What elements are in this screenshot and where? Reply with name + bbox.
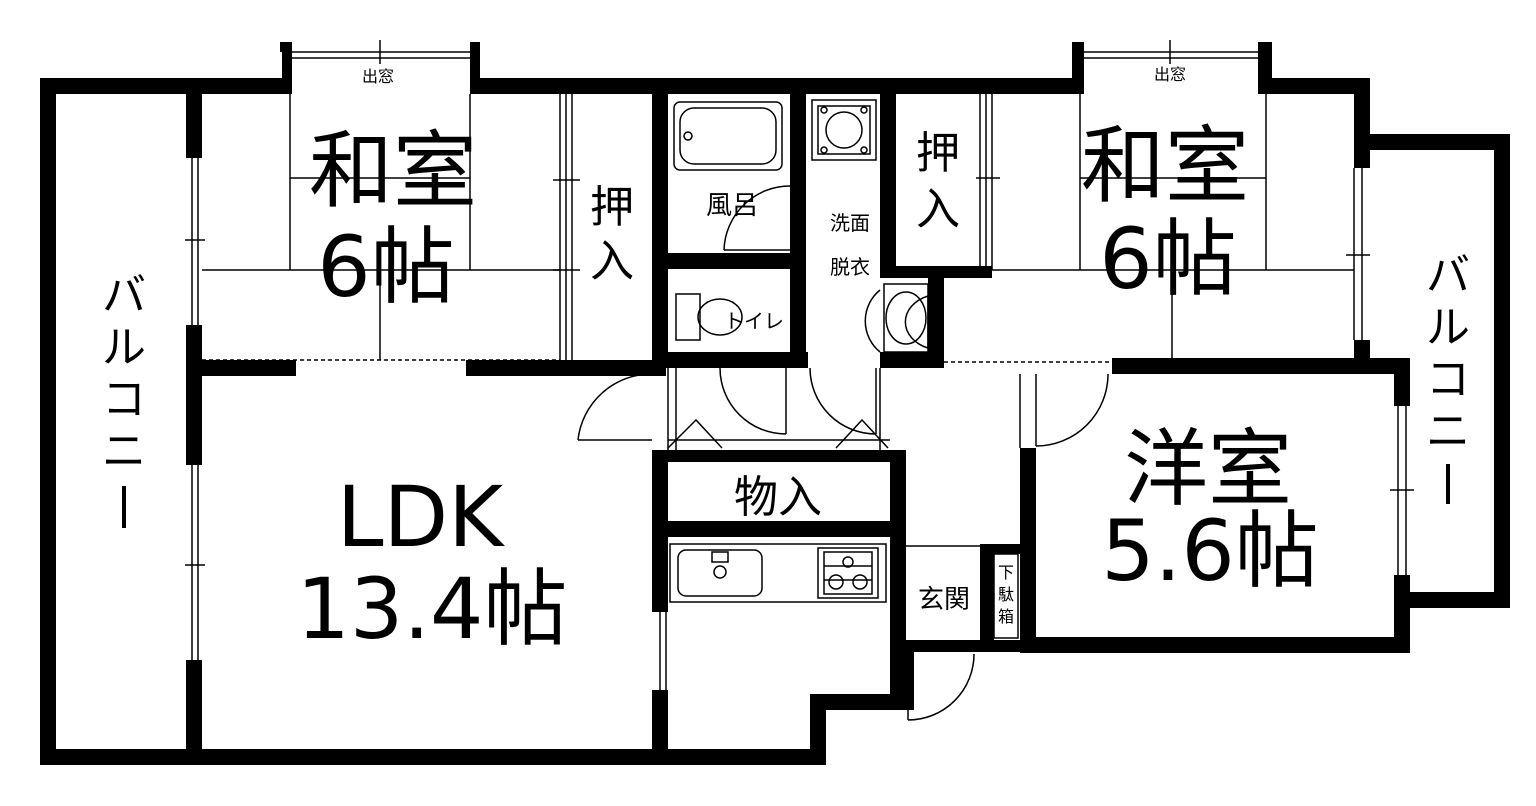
oshiire-left-char-2: 入 <box>590 236 634 287</box>
balcony-right-char-1: バ <box>1426 250 1470 301</box>
yoshitsu-name: 洋室 <box>1124 420 1292 518</box>
senmen-label-2: 脱衣 <box>830 255 870 279</box>
monoire-label: 物入 <box>734 472 822 523</box>
bathtub-icon <box>673 101 783 171</box>
getabako-box <box>993 553 1019 639</box>
ldk-name: LDK <box>337 468 505 566</box>
fixtures <box>669 99 1019 639</box>
walls <box>40 42 1510 765</box>
furo-label: 風呂 <box>706 191 758 221</box>
balcony-right-char-4: ニ <box>1426 406 1470 457</box>
balcony-left-char-3: コ <box>102 374 146 425</box>
washitsu-right-size: 6帖 <box>1099 210 1236 308</box>
oshiire-left-char-1: 押 <box>590 182 634 233</box>
stove-icon <box>817 547 879 599</box>
demado-right-label: 出窓 <box>1154 65 1186 84</box>
demado-left-label: 出窓 <box>362 67 394 86</box>
ldk-size: 13.4帖 <box>296 560 567 658</box>
getabako-char-3: 箱 <box>998 607 1014 626</box>
oshiire-right-char-2: 入 <box>916 184 960 235</box>
oshiire-right-char-1: 押 <box>916 128 960 179</box>
washitsu-left-name: 和室 <box>309 122 477 220</box>
toilet-icon <box>675 293 743 341</box>
labels: 和室 6帖 和室 6帖 LDK 13.4帖 洋室 5.6帖 出窓 出窓 押 入 … <box>102 65 1470 658</box>
kitchen-sink-icon <box>669 543 887 603</box>
getabako-char-2: 駄 <box>998 585 1014 604</box>
toilet-label: トイレ <box>724 309 784 333</box>
balcony-left-char-4: ニ <box>102 426 146 477</box>
balcony-right-char-3: コ <box>1426 354 1470 405</box>
balcony-left-char-2: ル <box>102 322 146 373</box>
senmen-label-1: 洗面 <box>830 211 870 235</box>
yoshitsu-size: 5.6帖 <box>1101 502 1319 600</box>
getabako-char-1: 下 <box>998 563 1014 582</box>
washing-machine-icon <box>811 99 877 161</box>
wash-basin-icon <box>883 283 929 353</box>
genkan-label: 玄関 <box>918 585 970 615</box>
washitsu-left-size: 6帖 <box>317 218 454 316</box>
thin-lines <box>185 40 1414 721</box>
balcony-right-char-2: ル <box>1426 302 1470 353</box>
washitsu-right-name: 和室 <box>1081 117 1249 215</box>
balcony-left-char-1: バ <box>102 270 146 321</box>
